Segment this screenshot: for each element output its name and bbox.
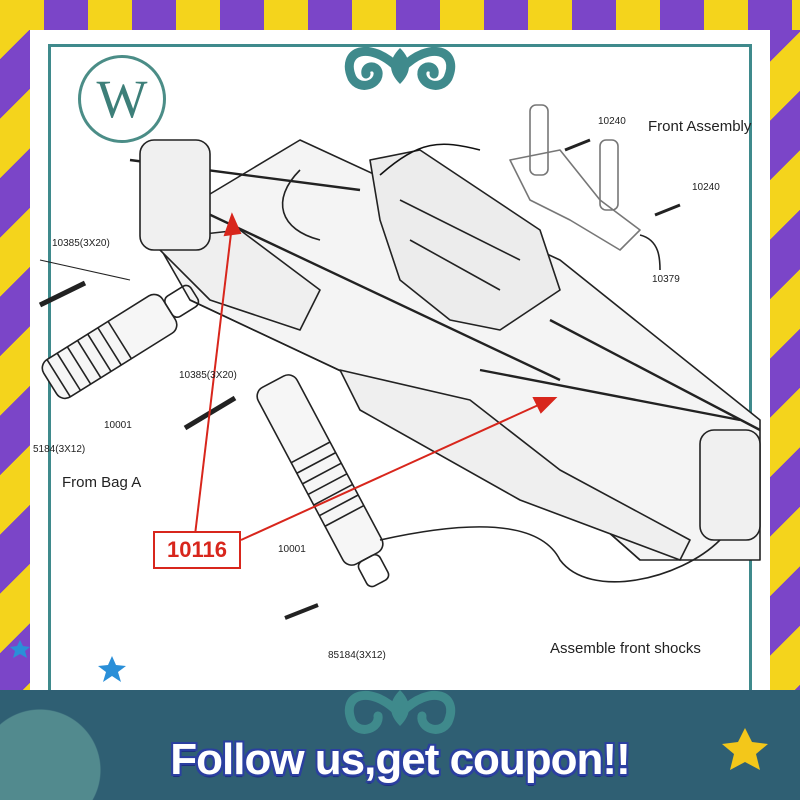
promo-banner[interactable]: Follow us,get coupon!! [0,730,800,790]
label-85184-bottom: 85184(3X12) [328,650,386,661]
star-icon [722,728,768,770]
label-85184-left: 5184(3X12) [33,444,86,455]
label-10385-mid: 10385(3X20) [179,370,237,381]
chassis-lines [38,104,761,620]
frame-line-left [48,44,51,724]
callout-part-number: 10116 [153,531,241,569]
label-front-assembly: Front Assembly [648,118,752,135]
label-10001-bottom: 10001 [278,544,306,555]
frame-line-top [48,44,752,47]
ornament-icon [344,46,456,90]
star-icon [98,656,126,682]
label-from-bag: From Bag A [62,474,142,491]
label-10240-right: 10240 [692,182,720,193]
label-10379: 10379 [652,274,680,285]
label-10385-left: 10385(3X20) [52,238,110,249]
logo-letter: W [96,69,148,129]
star-icon [10,640,30,658]
top-stripe [0,0,800,30]
label-10240-top: 10240 [598,116,626,127]
label-assemble-shocks: Assemble front shocks [550,640,701,657]
ornament-icon [344,690,456,734]
callout-arrows [194,212,558,541]
banner-text: Follow us,get coupon!! [170,735,630,784]
logo-icon: W [78,55,166,143]
label-10001-left: 10001 [104,420,132,431]
frame-line-right [749,44,752,724]
decorative-swirl [0,690,200,800]
